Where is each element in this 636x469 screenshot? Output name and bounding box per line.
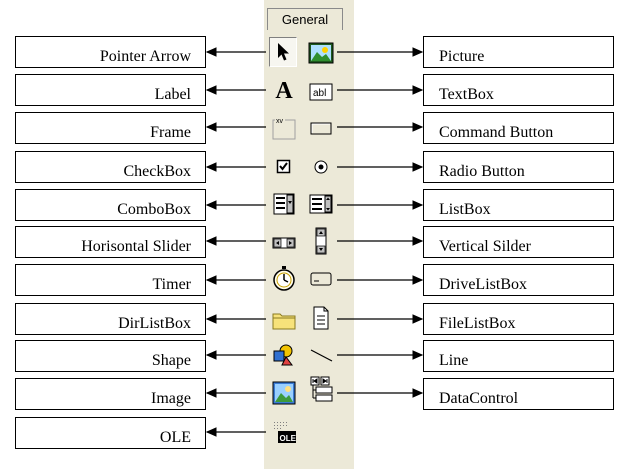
dirlistbox-icon[interactable] — [270, 305, 298, 335]
label-box-combobox: ComboBox — [15, 189, 206, 221]
label-text: DirListBox — [118, 315, 191, 332]
label-text: Radio Button — [439, 163, 525, 180]
label-box-ole: OLE — [15, 417, 206, 449]
label-box-vertical-slider: Vertical Silder — [423, 226, 614, 258]
label-box-label: Label — [15, 74, 206, 106]
command-button-icon[interactable] — [307, 113, 335, 143]
label-text: DataControl — [439, 390, 519, 407]
label-text: Picture — [439, 48, 485, 65]
picture-icon[interactable] — [307, 38, 335, 68]
label-text: Horisontal Slider — [81, 238, 191, 255]
label-box-timer: Timer — [15, 264, 206, 296]
label-box-line: Line — [423, 340, 614, 372]
label-text: Frame — [150, 124, 191, 141]
timer-icon[interactable] — [270, 264, 298, 294]
label-box-picture: Picture — [423, 36, 614, 68]
label-text: ListBox — [439, 201, 491, 218]
checkbox-icon[interactable] — [270, 152, 298, 182]
label-box-command-button: Command Button — [423, 112, 614, 144]
hscrollbar-icon[interactable] — [270, 228, 298, 258]
shape-icon[interactable] — [270, 340, 298, 370]
label-text: Label — [154, 86, 191, 103]
label-box-frame: Frame — [15, 112, 206, 144]
option-button-icon[interactable] — [307, 152, 335, 182]
label-text: Command Button — [439, 124, 554, 141]
label-text: OLE — [159, 429, 191, 446]
label-box-image: Image — [15, 378, 206, 410]
label-text: DriveListBox — [439, 276, 527, 293]
ole-glyph: OLE — [280, 434, 297, 443]
label-glyph: A — [275, 78, 293, 104]
label-text: FileListBox — [439, 315, 516, 332]
pointer-arrow-icon[interactable] — [269, 37, 297, 67]
tab-general[interactable]: General — [267, 8, 343, 30]
label-text: Pointer Arrow — [99, 48, 191, 65]
label-box-listbox: ListBox — [423, 189, 614, 221]
data-control-icon[interactable] — [307, 375, 335, 405]
label-box-textbox: TextBox — [423, 74, 614, 106]
label-box-pointer-arrow: Pointer Arrow — [15, 36, 206, 68]
combobox-icon[interactable] — [270, 189, 298, 219]
label-box-drivelistbox: DriveListBox — [423, 264, 614, 296]
label-box-radio-button: Radio Button — [423, 151, 614, 183]
label-text: Line — [439, 352, 469, 369]
filelistbox-icon[interactable] — [307, 303, 335, 333]
label-box-horisontal-slider: Horisontal Slider — [15, 226, 206, 258]
label-text: ComboBox — [117, 201, 191, 218]
frame-icon[interactable]: xv — [270, 113, 298, 143]
drivelistbox-icon[interactable] — [307, 264, 335, 294]
listbox-icon[interactable] — [307, 189, 335, 219]
textbox-glyph: abl — [313, 88, 326, 99]
label-box-dirlistbox: DirListBox — [15, 303, 206, 335]
label-box-filelistbox: FileListBox — [423, 303, 614, 335]
ole-icon[interactable]: OLE — [270, 418, 298, 448]
line-icon[interactable] — [307, 340, 335, 370]
label-text: Image — [151, 390, 191, 407]
label-box-checkbox: CheckBox — [15, 151, 206, 183]
vscrollbar-icon[interactable] — [307, 226, 335, 256]
label-text: Shape — [151, 352, 191, 369]
frame-glyph: xv — [276, 118, 284, 125]
image-icon[interactable] — [270, 378, 298, 408]
label-text: CheckBox — [123, 163, 191, 180]
label-text: TextBox — [439, 86, 494, 103]
label-icon[interactable]: A — [270, 76, 298, 106]
label-text: Vertical Silder — [439, 238, 531, 255]
textbox-icon[interactable]: abl — [307, 77, 335, 107]
label-text: Timer — [152, 276, 191, 293]
label-box-shape: Shape — [15, 340, 206, 372]
label-box-datacontrol: DataControl — [423, 378, 614, 410]
